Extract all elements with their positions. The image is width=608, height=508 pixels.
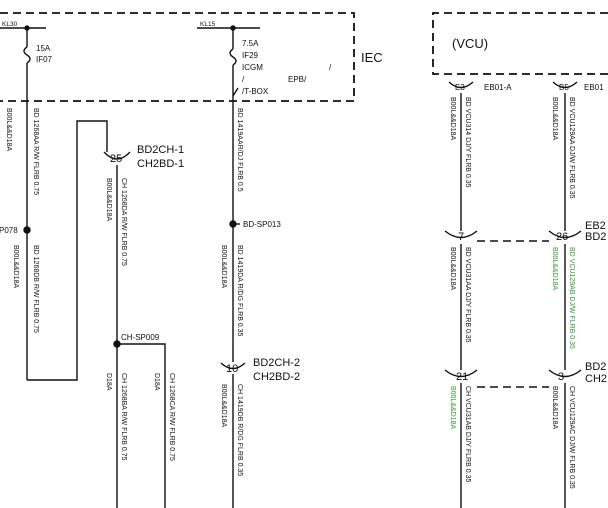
connector-b5-pin: B5	[559, 83, 569, 92]
fuse-1-symbol	[23, 46, 31, 64]
wire-label-w5b: D18A	[153, 373, 160, 391]
wire-label-w7b: B00L&&D18A	[220, 245, 227, 289]
wire-label-w3b: B00L&&D18A	[105, 178, 112, 222]
splice-sp013-dot	[229, 220, 237, 228]
connector-7-pin: 7	[458, 231, 464, 243]
connector-21-pin: 21	[456, 371, 468, 383]
connector-26-pin: 26	[556, 231, 568, 243]
connector-10-name2: CH2BD-2	[253, 371, 300, 383]
wire-label-w11: BD VCU31AA DJ/Y FLRB 0.35	[464, 247, 471, 343]
wire-label-w5: CH 1268CA R/W FLRB 0.75	[168, 373, 175, 461]
wire-label-w7: BD 1419DA R/DG FLRB 0.35	[236, 245, 243, 337]
connector-7-arc	[444, 230, 478, 239]
iec-box	[0, 12, 355, 102]
splice-sp013-label: BD-SP013	[243, 220, 281, 229]
connector-10-pin: 10	[226, 363, 238, 375]
wire-label-w13: CH VCU31AB DJ/Y FLRB 0.35	[464, 386, 471, 482]
fuse-2-line4: /	[242, 75, 245, 84]
fuse-2-rating: 7.5A	[242, 39, 259, 48]
wire-label-w8: CH 1419DB R/DG FLRB 0.35	[236, 384, 243, 476]
wire-label-w12: BD VCU129AB DJ/W FLRB 0.35	[568, 247, 575, 349]
connector-e3-pin: E3	[455, 83, 465, 92]
fuse-2-line3: ICGM	[242, 63, 263, 72]
connector-3-arc	[548, 369, 582, 378]
wire-loop-left	[27, 120, 108, 381]
connector-3-pin: 3	[558, 371, 564, 383]
wire-label-w9b: B00L&&D18A	[449, 97, 456, 141]
wire-label-w2: BD 1268DB R/W FLRB 0.75	[32, 245, 39, 333]
wire-label-w10b: B00L&&D18A	[551, 97, 558, 141]
connector-b5-arc	[552, 81, 578, 89]
iec-label: IEC	[361, 50, 383, 65]
connector-25-name2: CH2BD-1	[137, 158, 184, 170]
wire-label-w4: CH 1268BA R/W FLRB 0.75	[120, 373, 127, 461]
wire-label-w13b: B00L&&D18A	[449, 386, 456, 430]
kl15-label: KL15	[200, 21, 216, 28]
connector-25-arc	[103, 151, 131, 160]
wire-label-w11b: B00L&&D18A	[449, 247, 456, 291]
fuse-1-rating: 15A	[36, 44, 51, 53]
connector-26-name2: BD2	[585, 231, 606, 243]
wire-label-w8b: B00L&&D18A	[220, 384, 227, 428]
wire-label-w12b: B00L&&D18A	[551, 247, 558, 291]
wire-sp009-branch	[117, 343, 166, 508]
fuse-2-line5: /T-BOX	[242, 87, 269, 96]
wire-label-w1: BD 1268AA R/W FLRB 0.75	[32, 108, 39, 195]
wire-label-w2b: B00L&&D18A	[12, 245, 19, 289]
fuse-2-symbol	[229, 48, 237, 66]
fuse-2-epb: EPB/	[288, 75, 307, 84]
connector-3-name2: CH2	[585, 373, 607, 385]
connector-26-arc	[548, 230, 582, 239]
wire-label-w6: BD 1419AAR/DJ FLRB 0.5	[236, 108, 243, 192]
wire-label-w3: CH 1268DA R/W FLRB 0.75	[120, 178, 127, 266]
wire-label-w10: BD VCU129AA DJ/W FLRB 0.35	[568, 97, 575, 199]
fuse-2-slash: /	[329, 63, 332, 72]
connector-10-arc	[220, 362, 246, 370]
splice-p078-dot	[23, 226, 31, 234]
connector-e3-name: EB01-A	[484, 83, 512, 92]
wire-label-w14b: B00L&&D18A	[551, 386, 558, 430]
splice-sp009-label: CH-SP009	[121, 333, 160, 342]
connector-3-name1: BD2	[585, 361, 606, 373]
wire-label-w14: CH VCU129AC DJ/W FLRB 0.35	[568, 386, 575, 489]
wire-label-w1b: B00L&&D18A	[5, 108, 12, 152]
kl30-label: KL30	[2, 21, 18, 28]
connector-25-name1: BD2CH-1	[137, 144, 184, 156]
splice-p078-label: P078	[0, 226, 18, 235]
fuse-1-id: IF07	[36, 55, 53, 64]
connector-25-pin: 25	[110, 153, 122, 165]
connector-21-arc	[444, 369, 478, 378]
wire-label-w9: BD VCU314 DJ/Y FLRB 0.35	[464, 97, 471, 188]
fuse-2-id: IF29	[242, 51, 259, 60]
connector-10-name1: BD2CH-2	[253, 357, 300, 369]
wire-label-w4b: D18A	[105, 373, 112, 391]
vcu-label: (VCU)	[452, 36, 488, 51]
connector-e3-arc	[448, 81, 474, 89]
connector-26-name1: EB2	[585, 220, 606, 232]
connector-b5-name: EB01	[584, 83, 604, 92]
